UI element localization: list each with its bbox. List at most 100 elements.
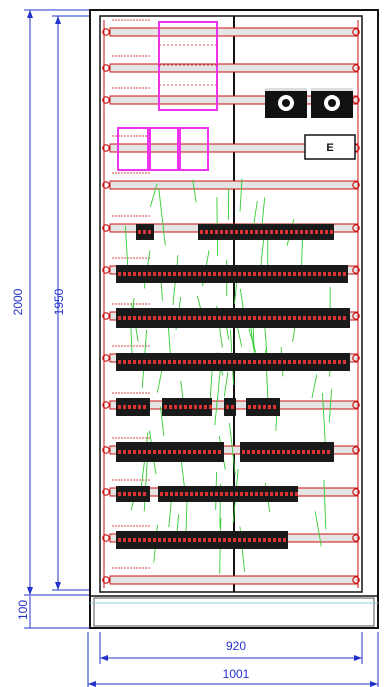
terminal xyxy=(203,272,206,276)
terminal xyxy=(163,360,166,364)
terminal xyxy=(283,316,286,320)
wire xyxy=(229,422,236,475)
terminal xyxy=(330,230,333,234)
terminal xyxy=(223,316,226,320)
terminal xyxy=(133,316,136,320)
terminal-strip xyxy=(116,265,348,283)
rail-screw xyxy=(352,446,360,454)
terminal xyxy=(218,360,221,364)
terminal xyxy=(143,316,146,320)
terminal xyxy=(250,492,253,496)
terminal xyxy=(315,230,318,234)
terminal xyxy=(164,405,167,409)
terminal xyxy=(203,538,206,542)
terminal xyxy=(338,316,341,320)
dim-frame-height: 1950 xyxy=(52,288,66,316)
terminal xyxy=(118,360,121,364)
rail-screw xyxy=(352,266,360,274)
terminal xyxy=(293,316,296,320)
terminal xyxy=(123,316,126,320)
rail-screw xyxy=(102,401,110,409)
rail-screw xyxy=(102,181,110,189)
terminal xyxy=(198,316,201,320)
wire xyxy=(149,183,158,207)
terminal xyxy=(320,230,323,234)
terminal xyxy=(198,538,201,542)
terminal xyxy=(233,538,236,542)
terminal xyxy=(118,492,121,496)
terminal xyxy=(273,538,276,542)
rail-screw xyxy=(102,446,110,454)
terminal xyxy=(298,316,301,320)
terminal xyxy=(208,450,211,454)
terminal xyxy=(258,316,261,320)
din-rail xyxy=(109,143,359,153)
rail-screw xyxy=(102,28,110,36)
terminal xyxy=(295,492,298,496)
terminal xyxy=(218,538,221,542)
terminal xyxy=(228,272,231,276)
terminal xyxy=(323,272,326,276)
terminal xyxy=(188,360,191,364)
terminal xyxy=(185,492,188,496)
terminal xyxy=(325,230,328,234)
terminal xyxy=(253,272,256,276)
terminal xyxy=(198,360,201,364)
wire xyxy=(143,455,148,512)
terminal xyxy=(123,450,126,454)
terminal xyxy=(148,450,151,454)
terminal xyxy=(223,272,226,276)
terminal xyxy=(174,405,177,409)
terminal xyxy=(285,492,288,496)
terminal xyxy=(158,360,161,364)
terminal xyxy=(343,360,346,364)
terminal xyxy=(225,492,228,496)
terminal xyxy=(338,272,341,276)
terminal xyxy=(143,405,146,409)
terminal xyxy=(128,538,131,542)
terminal xyxy=(270,492,273,496)
wire xyxy=(158,187,166,246)
terminal xyxy=(143,272,146,276)
terminal xyxy=(118,538,121,542)
terminal xyxy=(218,450,221,454)
terminal xyxy=(248,405,251,409)
terminal xyxy=(128,405,131,409)
terminal-blocks xyxy=(116,224,350,549)
terminal xyxy=(253,538,256,542)
terminal xyxy=(215,230,218,234)
terminal xyxy=(220,230,223,234)
rail-screw xyxy=(352,354,360,362)
terminal xyxy=(153,450,156,454)
terminal xyxy=(265,492,268,496)
terminal xyxy=(204,405,207,409)
terminal xyxy=(287,450,290,454)
terminal xyxy=(243,272,246,276)
terminal xyxy=(327,450,330,454)
terminal xyxy=(153,316,156,320)
terminal xyxy=(133,405,136,409)
din-rail xyxy=(109,27,359,37)
terminal xyxy=(313,316,316,320)
terminal xyxy=(158,272,161,276)
din-rail xyxy=(109,575,359,585)
terminal xyxy=(128,272,131,276)
terminal xyxy=(148,538,151,542)
terminal xyxy=(198,450,201,454)
terminal xyxy=(253,405,256,409)
terminal xyxy=(226,405,229,409)
rail-screw xyxy=(352,576,360,584)
terminal xyxy=(213,316,216,320)
terminal xyxy=(133,272,136,276)
terminal xyxy=(123,272,126,276)
terminal xyxy=(148,272,151,276)
dim-total-height: 2000 xyxy=(11,288,25,316)
terminal xyxy=(322,450,325,454)
terminal xyxy=(258,360,261,364)
terminal xyxy=(173,450,176,454)
terminal xyxy=(198,272,201,276)
terminal xyxy=(268,360,271,364)
terminal xyxy=(343,316,346,320)
terminal xyxy=(265,230,268,234)
terminal xyxy=(253,316,256,320)
